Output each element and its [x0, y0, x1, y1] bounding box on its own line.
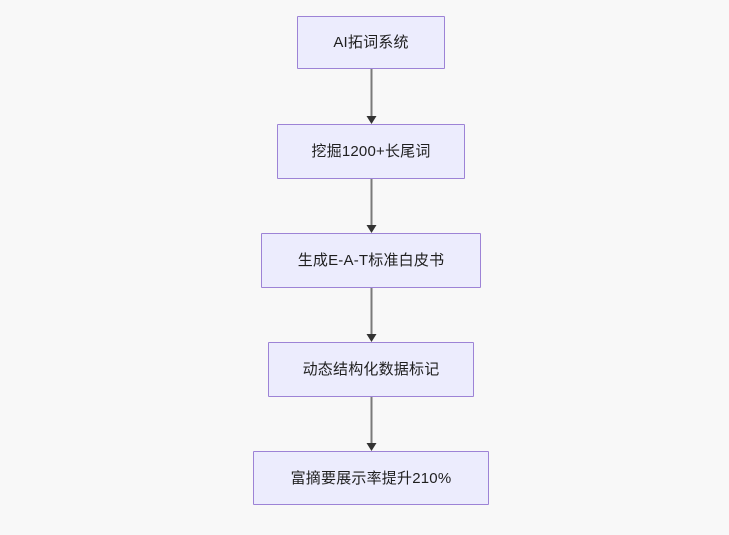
node-label: 挖掘1200+长尾词	[311, 143, 431, 160]
node-label: 动态结构化数据标记	[302, 361, 440, 378]
edge-connector-3	[366, 288, 377, 342]
flowchart-node-rich-snippet-uplift[interactable]: 富摘要展示率提升210%	[253, 451, 489, 505]
edge-connector-2	[366, 179, 377, 233]
edge-line	[370, 69, 372, 117]
edge-line	[370, 397, 372, 444]
node-label: 生成E-A-T标准白皮书	[297, 252, 445, 269]
edge-connector-4	[366, 397, 377, 451]
arrowhead-icon	[366, 225, 376, 233]
arrowhead-icon	[366, 443, 376, 451]
node-label: AI拓词系统	[333, 34, 409, 51]
flowchart-node-dynamic-structured-data[interactable]: 动态结构化数据标记	[268, 342, 474, 397]
flowchart-node-mine-longtail-keywords[interactable]: 挖掘1200+长尾词	[277, 124, 465, 179]
edge-line	[370, 179, 372, 226]
flowchart-node-ai-keyword-system[interactable]: AI拓词系统	[297, 16, 445, 69]
arrowhead-icon	[366, 116, 376, 124]
arrowhead-icon	[366, 334, 376, 342]
flowchart-node-generate-eat-whitepaper[interactable]: 生成E-A-T标准白皮书	[261, 233, 481, 288]
node-label: 富摘要展示率提升210%	[290, 469, 452, 487]
edge-connector-1	[366, 69, 377, 124]
edge-line	[370, 288, 372, 335]
